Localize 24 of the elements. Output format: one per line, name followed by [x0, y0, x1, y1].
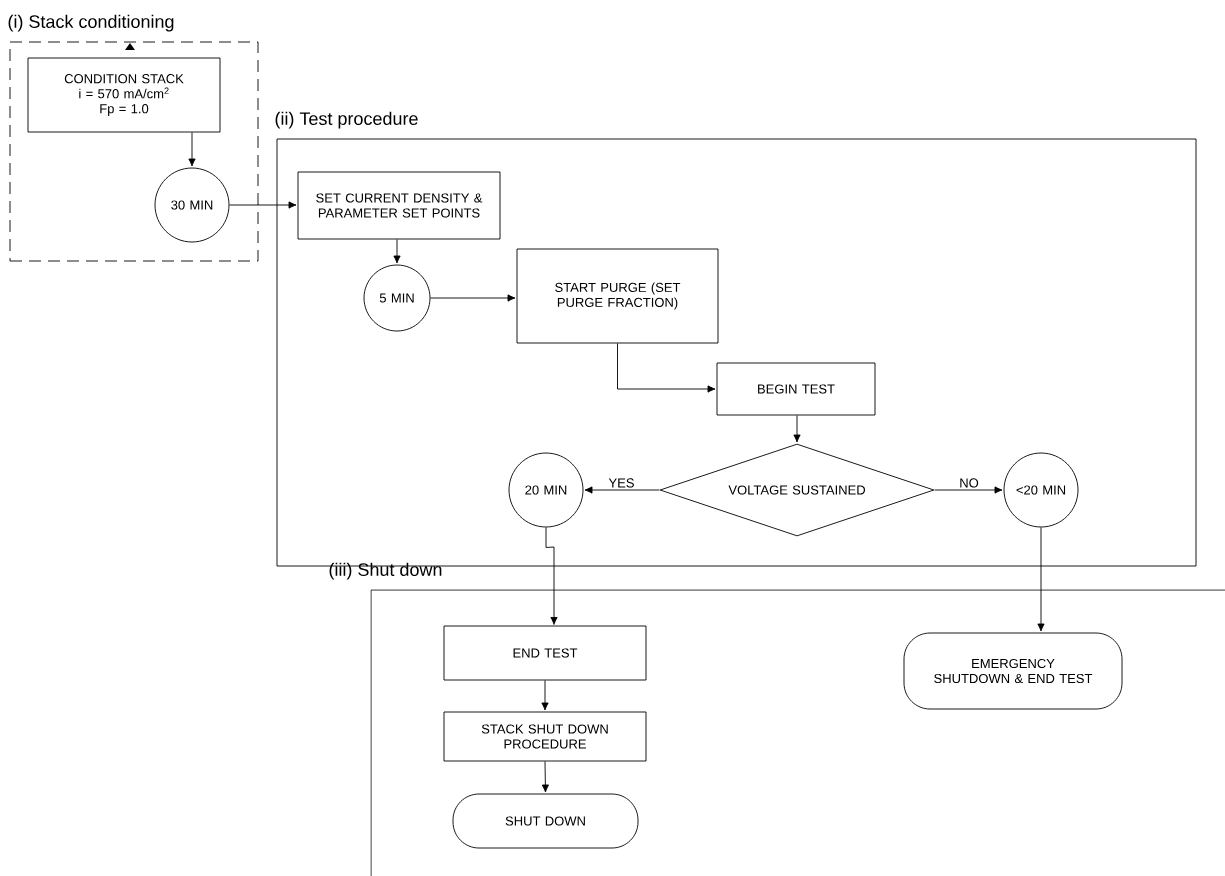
process-box: CONDITION STACK i = 570 mA/cm$^{2}$ Fp = 1.0 — [27, 57, 221, 133]
arrow — [934, 486, 1003, 494]
arrow — [541, 761, 549, 793]
arrow — [545, 527, 558, 625]
process-box: SET CURRENT DENSITY & PARAMETER SET POINTS — [297, 171, 501, 240]
edge-label: NO — [960, 478, 979, 488]
arrow — [188, 132, 196, 167]
process-box: END TEST — [443, 625, 647, 681]
arrow — [617, 343, 716, 393]
edge-label: YES — [608, 478, 634, 488]
arrow — [430, 294, 516, 302]
process-box: BEGIN TEST — [716, 362, 876, 416]
arrow — [793, 415, 801, 443]
arrow — [1037, 527, 1045, 632]
process-box: START PURGE (SET PURGE FRACTION) — [516, 248, 719, 344]
process-box: STACK SHUT DOWN PROCEDURE — [443, 711, 647, 762]
arrow — [541, 680, 549, 711]
arrow — [229, 201, 297, 209]
terminal-box: SHUT DOWN — [452, 793, 639, 849]
arrow — [393, 239, 401, 264]
node-label: (ii) Test procedure — [275, 111, 418, 129]
terminal-box: EMERGENCY SHUTDOWN & END TEST — [903, 632, 1123, 710]
arrow — [584, 486, 660, 494]
node-label: (i) Stack conditioning — [8, 14, 174, 32]
